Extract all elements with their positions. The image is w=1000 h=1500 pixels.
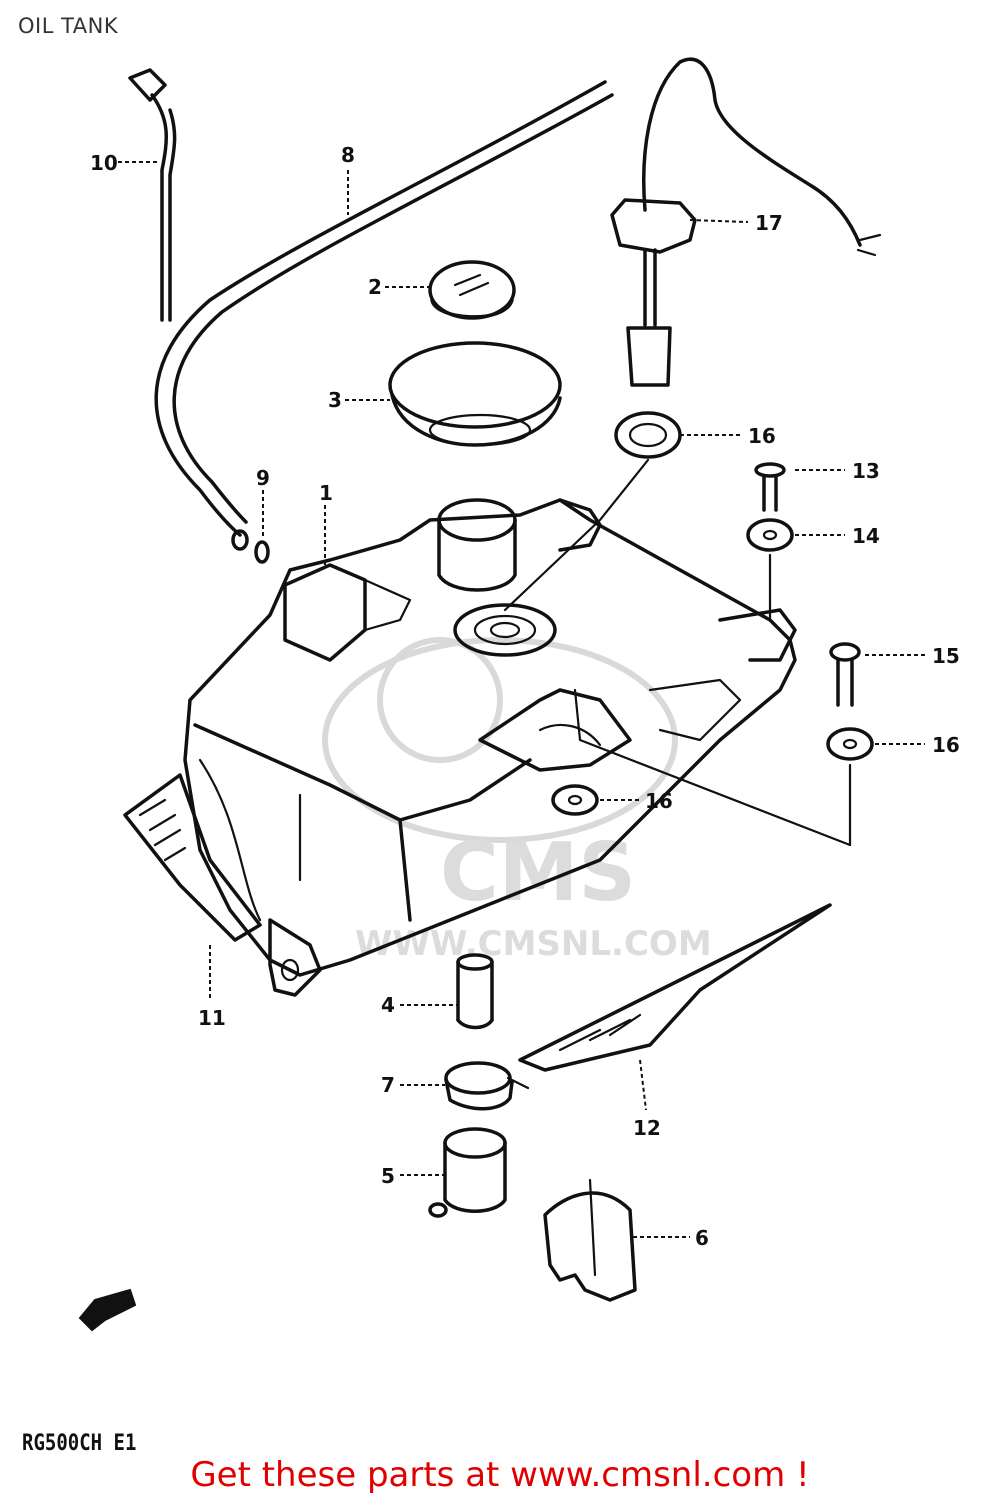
watermark-brand: CMS bbox=[440, 826, 636, 919]
assembly-lines bbox=[503, 458, 852, 847]
callout-17: 17 bbox=[755, 211, 783, 235]
watermark-site: WWW.CMSNL.COM bbox=[355, 924, 712, 964]
callout-16-top: 16 bbox=[748, 424, 776, 448]
leader-lines bbox=[118, 161, 925, 1238]
part-8-hose[interactable] bbox=[154, 80, 614, 551]
part-14-washer[interactable] bbox=[746, 518, 794, 552]
callout-1: 1 bbox=[319, 481, 333, 505]
part-3-strainer[interactable] bbox=[388, 341, 562, 447]
callout-12: 12 bbox=[633, 1116, 661, 1140]
part-13-bolt[interactable] bbox=[754, 462, 786, 512]
callout-7: 7 bbox=[381, 1073, 395, 1097]
part-11-heat-shield[interactable] bbox=[123, 773, 262, 942]
callout-8: 8 bbox=[341, 143, 355, 167]
front-direction-arrow-icon bbox=[78, 1288, 137, 1332]
part-4-fitting[interactable] bbox=[456, 953, 494, 1030]
callout-16-right: 16 bbox=[932, 733, 960, 757]
callout-6: 6 bbox=[695, 1226, 709, 1250]
part-callouts: 10 8 2 3 17 16 13 14 15 16 16 9 1 11 4 7… bbox=[90, 143, 960, 1250]
part-16-washer-center[interactable] bbox=[551, 784, 599, 816]
part-10-breather-pipe[interactable] bbox=[128, 68, 177, 322]
part-12-heat-shield[interactable] bbox=[518, 903, 832, 1072]
part-5-joint[interactable] bbox=[428, 1127, 507, 1218]
part-16-washer-right[interactable] bbox=[826, 727, 874, 761]
cta-link[interactable]: Get these parts at www.cmsnl.com ! bbox=[190, 1455, 810, 1495]
part-9-clip[interactable] bbox=[254, 540, 270, 564]
cta-banner: Get these parts at www.cmsnl.com ! bbox=[0, 1455, 1000, 1495]
callout-4: 4 bbox=[381, 993, 395, 1017]
callout-14: 14 bbox=[852, 524, 880, 548]
callout-15: 15 bbox=[932, 644, 960, 668]
callout-9: 9 bbox=[256, 466, 270, 490]
callout-10: 10 bbox=[90, 151, 118, 175]
page-title: OIL TANK bbox=[18, 14, 119, 38]
model-code: RG500CH E1 bbox=[22, 1430, 137, 1456]
callout-11: 11 bbox=[198, 1006, 226, 1030]
callout-13: 13 bbox=[852, 459, 880, 483]
cms-watermark: CMS WWW.CMSNL.COM bbox=[322, 637, 712, 964]
callout-2: 2 bbox=[368, 275, 382, 299]
part-17-level-sensor[interactable] bbox=[610, 57, 882, 387]
callout-5: 5 bbox=[381, 1164, 395, 1188]
part-15-bolt[interactable] bbox=[829, 642, 861, 707]
part-6-protector[interactable] bbox=[543, 1178, 637, 1302]
part-7-clamp[interactable] bbox=[444, 1061, 530, 1111]
part-18-o-ring[interactable] bbox=[614, 411, 682, 459]
callout-16-center: 16 bbox=[645, 789, 673, 813]
part-1-oil-tank[interactable] bbox=[183, 498, 797, 997]
part-2-cap[interactable] bbox=[428, 260, 516, 320]
callout-3: 3 bbox=[328, 388, 342, 412]
